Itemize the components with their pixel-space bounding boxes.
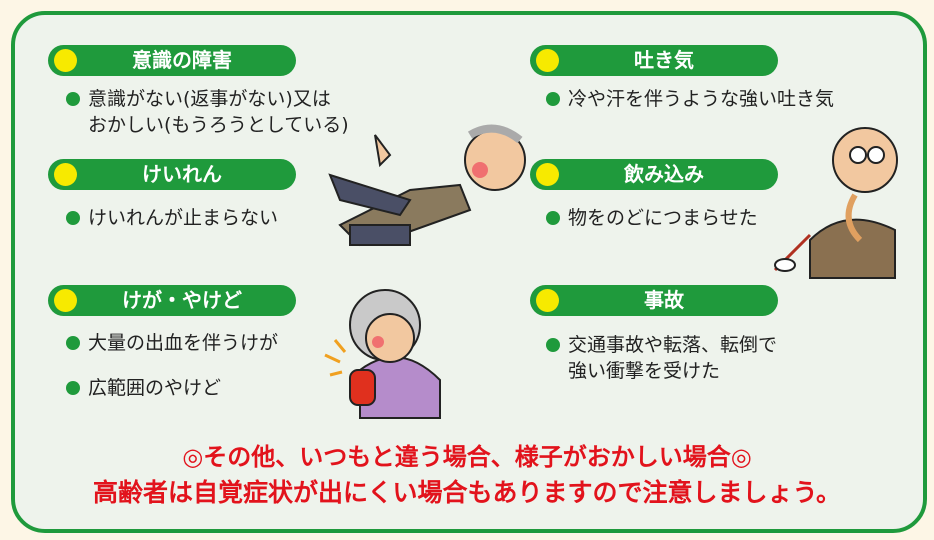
bullet-icon: [546, 211, 560, 225]
section-header-accident: 事故: [530, 285, 778, 316]
list-item: 交通事故や転落、転倒で強い衝撃を受けた: [546, 332, 777, 384]
bullet-icon: [66, 381, 80, 395]
section-title: けいれん: [142, 162, 222, 186]
fallen-elderly-man-illustration: [328, 124, 526, 247]
list-item: 冷や汗を伴うような強い吐き気: [546, 86, 834, 112]
footer-line-2: 高齢者は自覚症状が出にくい場合もありますので注意しましょう。: [92, 478, 841, 507]
list-item: けいれんが止まらない: [66, 205, 278, 231]
choking-elderly-man-illustration: [773, 127, 898, 279]
bullet-icon: [66, 92, 80, 106]
section-title: 意識の障害: [132, 48, 232, 72]
section-title: 飲み込み: [624, 162, 704, 186]
bullet-icon: [546, 338, 560, 352]
item-text: 意識がない(返事がない)又は: [88, 88, 331, 110]
yellow-dot-icon: [536, 289, 559, 312]
yellow-dot-icon: [54, 49, 77, 72]
yellow-dot-icon: [54, 163, 77, 186]
item-text: 強い衝撃を受けた: [568, 360, 721, 382]
yellow-dot-icon: [536, 49, 559, 72]
item-text: 大量の出血を伴うけが: [88, 332, 279, 354]
section-header-nausea: 吐き気: [530, 45, 778, 76]
item-text: 冷や汗を伴うような強い吐き気: [568, 88, 835, 110]
section-header-injury: けが・やけど: [48, 285, 296, 316]
item-text: おかしい(もうろうとしている): [88, 114, 349, 136]
item-text: 交通事故や転落、転倒で: [568, 334, 778, 356]
section-header-convulsion: けいれん: [48, 159, 296, 190]
item-text: 物をのどにつまらせた: [568, 207, 758, 229]
item-text: けいれんが止まらない: [88, 207, 279, 229]
list-item: 物をのどにつまらせた: [546, 205, 758, 231]
yellow-dot-icon: [536, 163, 559, 186]
section-title: けが・やけど: [122, 288, 242, 312]
section-title: 事故: [644, 288, 684, 312]
yellow-dot-icon: [54, 289, 77, 312]
section-header-consciousness: 意識の障害: [48, 45, 296, 76]
item-text: 広範囲のやけど: [88, 377, 222, 399]
bullet-icon: [66, 211, 80, 225]
injured-elderly-woman-illustration: [324, 289, 441, 419]
footer-line-1: ◎その他、いつもと違う場合、様子がおかしい場合◎: [182, 443, 752, 471]
section-header-swallowing: 飲み込み: [530, 159, 778, 190]
bullet-icon: [66, 336, 80, 350]
list-item: 意識がない(返事がない)又はおかしい(もうろうとしている): [66, 86, 349, 138]
info-panel: [11, 11, 927, 533]
list-item: 大量の出血を伴うけが: [66, 330, 278, 356]
list-item: 広範囲のやけど: [66, 375, 221, 401]
bullet-icon: [546, 92, 560, 106]
section-title: 吐き気: [634, 48, 694, 72]
